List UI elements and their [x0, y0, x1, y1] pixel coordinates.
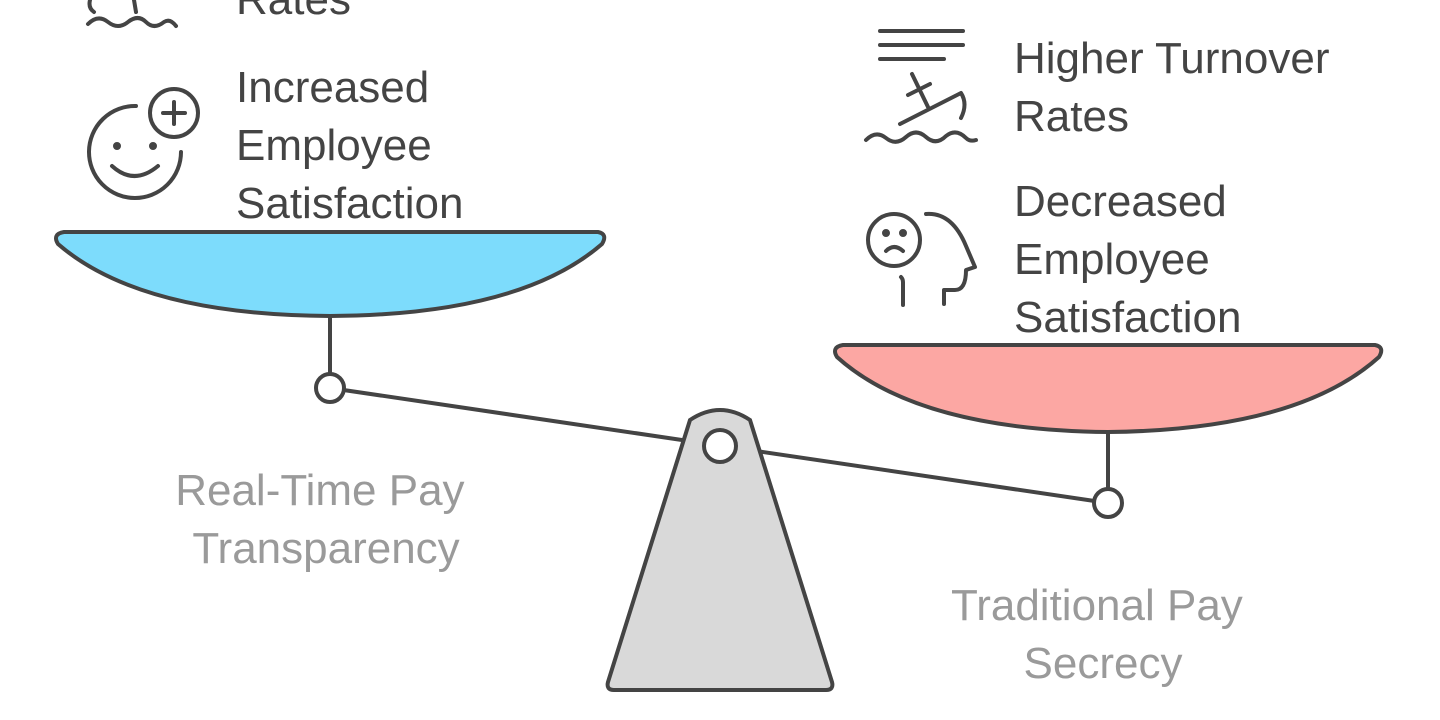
- pivot-hole: [702, 428, 738, 464]
- right-side-label: Traditional Pay Secrecy: [951, 581, 1255, 688]
- right-item-1-text: Higher Turnover Rates: [1014, 34, 1342, 141]
- left-item-2-text: Increased Employee Satisfaction: [236, 63, 463, 228]
- right-item-2-text: Decreased Employee Satisfaction: [1014, 177, 1241, 342]
- fulcrum: [605, 408, 835, 692]
- left-side-label: Real-Time Pay Transparency: [175, 466, 477, 573]
- sad-head-icon: [866, 211, 977, 307]
- left-pan-joint: [314, 372, 346, 404]
- right-pan: [833, 343, 1384, 435]
- sinking-ship-icon: [864, 29, 978, 144]
- sinking-boat-icon: [86, 0, 178, 28]
- right-pan-joint: [1092, 487, 1124, 519]
- left-pan: [54, 230, 607, 319]
- happy-face-plus-icon: [87, 87, 200, 200]
- left-item-1-text: Rates: [236, 0, 351, 24]
